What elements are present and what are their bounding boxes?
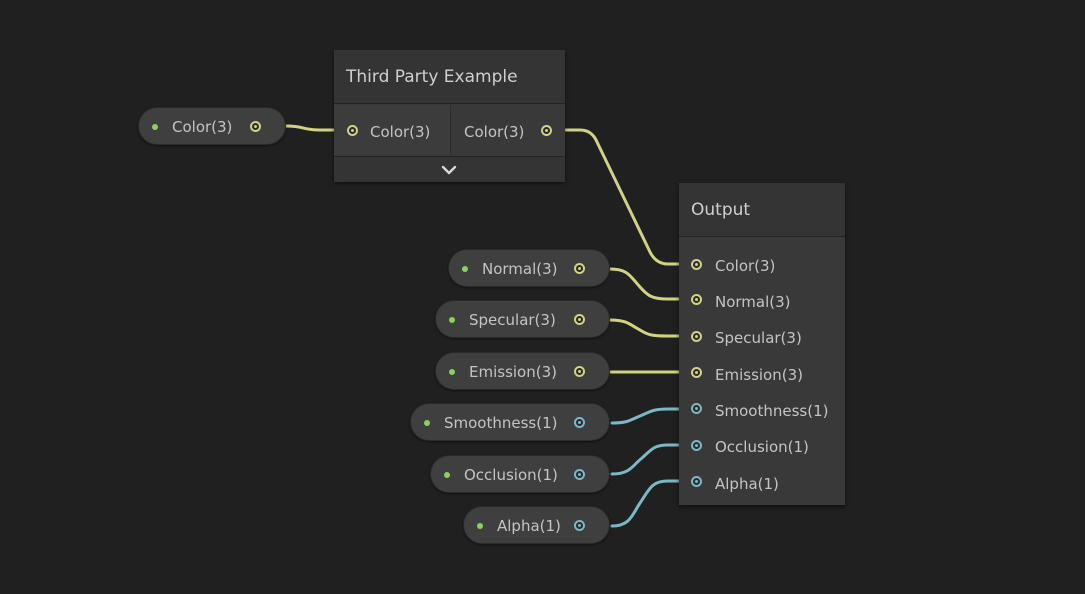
input-port[interactable] (347, 125, 358, 136)
input-slot-label: Color(3) (715, 257, 776, 275)
input-slot-label: Smoothness(1) (715, 402, 829, 420)
input-slot-label: Specular(3) (715, 329, 802, 347)
property-label: Normal(3) (482, 260, 558, 278)
input-port-occlusion[interactable] (691, 440, 702, 451)
property-label: Alpha(1) (497, 517, 561, 535)
output-port[interactable] (574, 314, 585, 325)
wire-third-party-to-output-color (554, 128, 692, 266)
property-indicator-dot (477, 523, 483, 529)
output-node[interactable]: Output Color(3) Normal(3) Specular(3) Em… (679, 183, 845, 505)
input-slot-label: Occlusion(1) (715, 438, 809, 456)
input-slot-label: Color(3) (370, 123, 431, 141)
node-title: Third Party Example (346, 67, 518, 87)
input-port-specular[interactable] (691, 331, 702, 342)
node-title: Output (691, 200, 751, 220)
input-port-normal[interactable] (691, 294, 702, 305)
property-label: Color(3) (172, 118, 233, 136)
input-port-emission[interactable] (691, 367, 702, 378)
property-indicator-dot (424, 420, 430, 426)
output-port[interactable] (250, 121, 261, 132)
wire-color-to-third-party (284, 124, 342, 132)
property-label: Emission(3) (469, 363, 557, 381)
input-slot-label: Normal(3) (715, 293, 791, 311)
output-port[interactable] (574, 469, 585, 480)
property-label: Occlusion(1) (464, 466, 558, 484)
property-node-color[interactable]: Color(3) (138, 107, 286, 145)
property-node-smoothness[interactable]: Smoothness(1) (410, 403, 610, 441)
output-port[interactable] (574, 366, 585, 377)
property-indicator-dot (449, 317, 455, 323)
output-port[interactable] (574, 520, 585, 531)
input-port-smoothness[interactable] (691, 403, 702, 414)
expand-toggle[interactable] (334, 156, 565, 182)
property-label: Specular(3) (469, 311, 556, 329)
property-indicator-dot (152, 124, 158, 130)
input-port-alpha[interactable] (691, 476, 702, 487)
input-slot-label: Alpha(1) (715, 475, 779, 493)
property-node-specular[interactable]: Specular(3) (435, 300, 610, 338)
input-slot-area: Color(3) (334, 105, 451, 155)
property-indicator-dot (449, 369, 455, 375)
node-title-bar[interactable]: Output (679, 183, 845, 237)
output-port[interactable] (574, 417, 585, 428)
property-node-occlusion[interactable]: Occlusion(1) (430, 455, 610, 493)
wire-normal (608, 267, 692, 301)
property-node-normal[interactable]: Normal(3) (448, 249, 610, 287)
property-node-emission[interactable]: Emission(3) (435, 352, 610, 390)
output-slot-area: Color(3) (451, 105, 565, 155)
property-node-alpha[interactable]: Alpha(1) (463, 506, 610, 544)
wire-specular (608, 318, 692, 338)
input-port-color[interactable] (691, 259, 702, 270)
third-party-example-node[interactable]: Third Party Example Color(3) Color(3) (334, 50, 565, 182)
output-port[interactable] (541, 125, 552, 136)
output-port[interactable] (574, 263, 585, 274)
output-slot-label: Color(3) (464, 123, 525, 141)
input-slot-label: Emission(3) (715, 366, 803, 384)
property-label: Smoothness(1) (444, 414, 558, 432)
chevron-down-icon (441, 165, 457, 175)
property-indicator-dot (444, 472, 450, 478)
property-indicator-dot (462, 266, 468, 272)
node-title-bar[interactable]: Third Party Example (334, 50, 565, 104)
